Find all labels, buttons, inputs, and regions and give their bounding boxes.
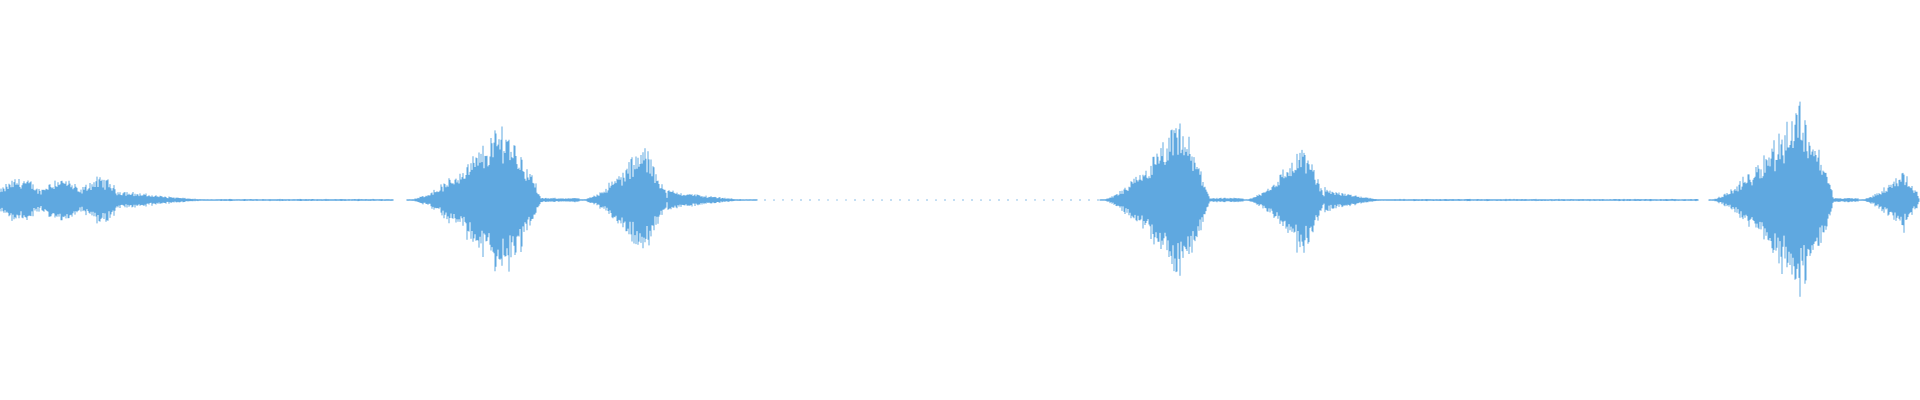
waveform-segment — [540, 197, 580, 203]
waveform-segment — [1833, 198, 1859, 203]
waveform-segment — [1858, 172, 1920, 233]
waveform-segment — [1391, 198, 1699, 202]
waveform-segment — [667, 190, 758, 210]
waveform-segment — [1243, 149, 1325, 253]
waveform-segment — [0, 176, 115, 224]
waveform-segment — [220, 198, 394, 202]
waveform-segment — [114, 189, 221, 211]
waveform-segment — [406, 126, 541, 272]
waveform-segment — [1209, 197, 1244, 203]
waveform-segment — [764, 199, 1099, 201]
waveform-lines — [0, 101, 1920, 297]
waveform-segment — [1099, 123, 1210, 276]
waveform-segment — [1708, 101, 1834, 297]
waveform-segment — [1324, 187, 1392, 213]
waveform-segment — [579, 148, 668, 249]
